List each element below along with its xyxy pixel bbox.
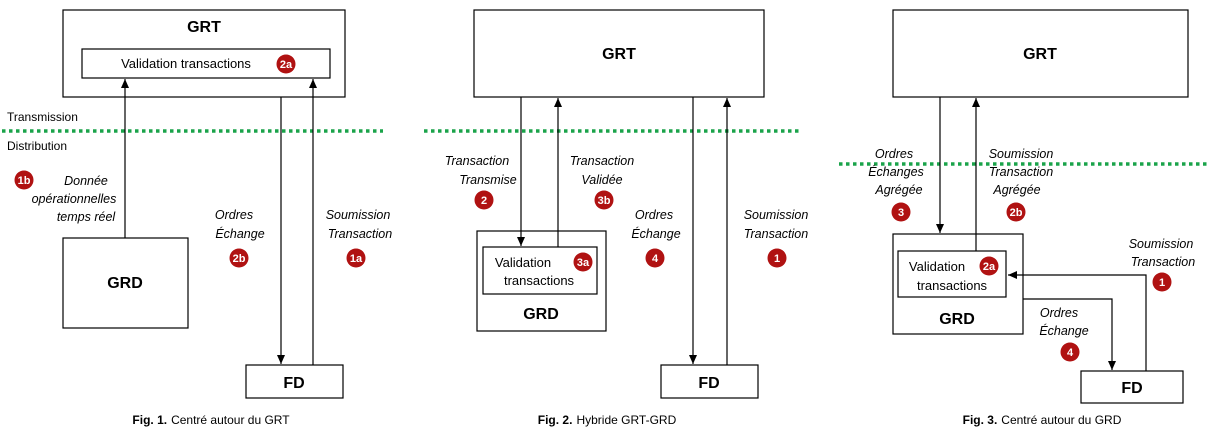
soumission-agregee-label-2: Transaction: [989, 165, 1053, 179]
transaction-validee-label-1: Transaction: [570, 154, 634, 168]
badge-2-label: 2: [481, 195, 487, 207]
badge-3a-label: 3a: [577, 257, 590, 269]
validation-label-2: transactions: [504, 273, 575, 288]
donnee-label-1: Donnée: [64, 174, 108, 188]
badge-1b-label: 1b: [18, 175, 31, 187]
ordres-echanges-label-3: Agrégée: [874, 183, 922, 197]
figure-3: GRT GRD Validation transactions 2a FD Or…: [839, 9, 1209, 427]
validation-label-2: transactions: [917, 278, 988, 293]
soumission-label: Soumission: [744, 208, 809, 222]
badge-4: [1060, 342, 1080, 362]
fd-label: FD: [1121, 380, 1142, 397]
grd-label: GRD: [939, 311, 975, 328]
echange-label: Échange: [631, 226, 680, 241]
figure-2: GRT GRD Validation transactions 3a FD Tr…: [424, 9, 809, 427]
validation-label: Validation transactions: [121, 56, 251, 71]
badge-2b-label: 2b: [1010, 207, 1023, 219]
figure-1: GRT Validation transactions 2a Transmiss…: [2, 9, 392, 427]
grt-label: GRT: [187, 19, 221, 36]
grd-label: GRD: [107, 275, 143, 292]
badge-1-label: 1: [774, 253, 780, 265]
badge-4-label: 4: [1067, 347, 1074, 359]
grt-box: [473, 9, 765, 98]
badge-1b: [14, 170, 34, 190]
transmission-label: Transmission: [7, 110, 78, 124]
grt-box: [892, 9, 1189, 98]
badge-3a: [573, 252, 593, 272]
fd-box: [1080, 370, 1184, 404]
grt-label: GRT: [1023, 46, 1057, 63]
grt-label: GRT: [602, 46, 636, 63]
badge-2b: [1006, 202, 1026, 222]
fd-box: [660, 364, 759, 399]
fig2-caption: Fig. 2.Hybride GRT-GRD: [538, 413, 677, 427]
badge-1: [767, 248, 787, 268]
ordres-echanges-label-2: Échanges: [868, 164, 924, 179]
ordres-label: Ordres: [635, 208, 673, 222]
arrow-fd-to-validation: [1008, 271, 1147, 371]
validation-label-1: Validation: [495, 255, 551, 270]
donnee-label-2: opérationnelles: [32, 192, 117, 206]
badge-2a: [979, 256, 999, 276]
soumission-agregee-label-3: Agrégée: [992, 183, 1040, 197]
fig1-caption: Fig. 1.Centré autour du GRT: [132, 413, 290, 427]
badge-1a: [346, 248, 366, 268]
ordres-echanges-label-1: Ordres: [875, 147, 913, 161]
soumission-label: Soumission: [1129, 237, 1194, 251]
badge-2b-label: 2b: [233, 253, 246, 265]
badge-2: [474, 190, 494, 210]
badge-1a-label: 1a: [350, 253, 363, 265]
fd-label: FD: [283, 375, 304, 392]
grd-label: GRD: [523, 306, 559, 323]
badge-3b: [594, 190, 614, 210]
ordres-label: Ordres: [215, 208, 253, 222]
grd-box: [62, 237, 189, 329]
echange-label: Échange: [215, 226, 264, 241]
badge-3b-label: 3b: [598, 195, 611, 207]
badge-2a-label: 2a: [983, 261, 996, 273]
arrow-grd-to-fd: [1023, 298, 1116, 370]
transaction-validee-label-2: Validée: [581, 173, 622, 187]
donnee-label-3: temps réel: [57, 210, 117, 224]
transaction-label: Transaction: [744, 227, 808, 241]
fd-box: [245, 364, 344, 399]
validation-label-1: Validation: [909, 259, 965, 274]
transaction-label: Transaction: [1131, 255, 1195, 269]
transaction-transmise-label-2: Transmise: [459, 173, 516, 187]
badge-2b: [229, 248, 249, 268]
distribution-label: Distribution: [7, 139, 67, 153]
badge-2a: [276, 54, 296, 74]
fig3-caption: Fig. 3.Centré autour du GRD: [963, 413, 1122, 427]
badge-2a-label: 2a: [280, 59, 293, 71]
badge-3-label: 3: [898, 207, 904, 219]
badge-4: [645, 248, 665, 268]
badge-4-label: 4: [652, 253, 659, 265]
soumission-label: Soumission: [326, 208, 391, 222]
transaction-label: Transaction: [328, 227, 392, 241]
badge-1-label: 1: [1159, 277, 1165, 289]
badge-1: [1152, 272, 1172, 292]
echange-label: Échange: [1039, 323, 1088, 338]
fd-label: FD: [698, 375, 719, 392]
transaction-transmise-label-1: Transaction: [445, 154, 509, 168]
soumission-agregee-label-1: Soumission: [989, 147, 1054, 161]
badge-3: [891, 202, 911, 222]
ordres-label: Ordres: [1040, 306, 1078, 320]
